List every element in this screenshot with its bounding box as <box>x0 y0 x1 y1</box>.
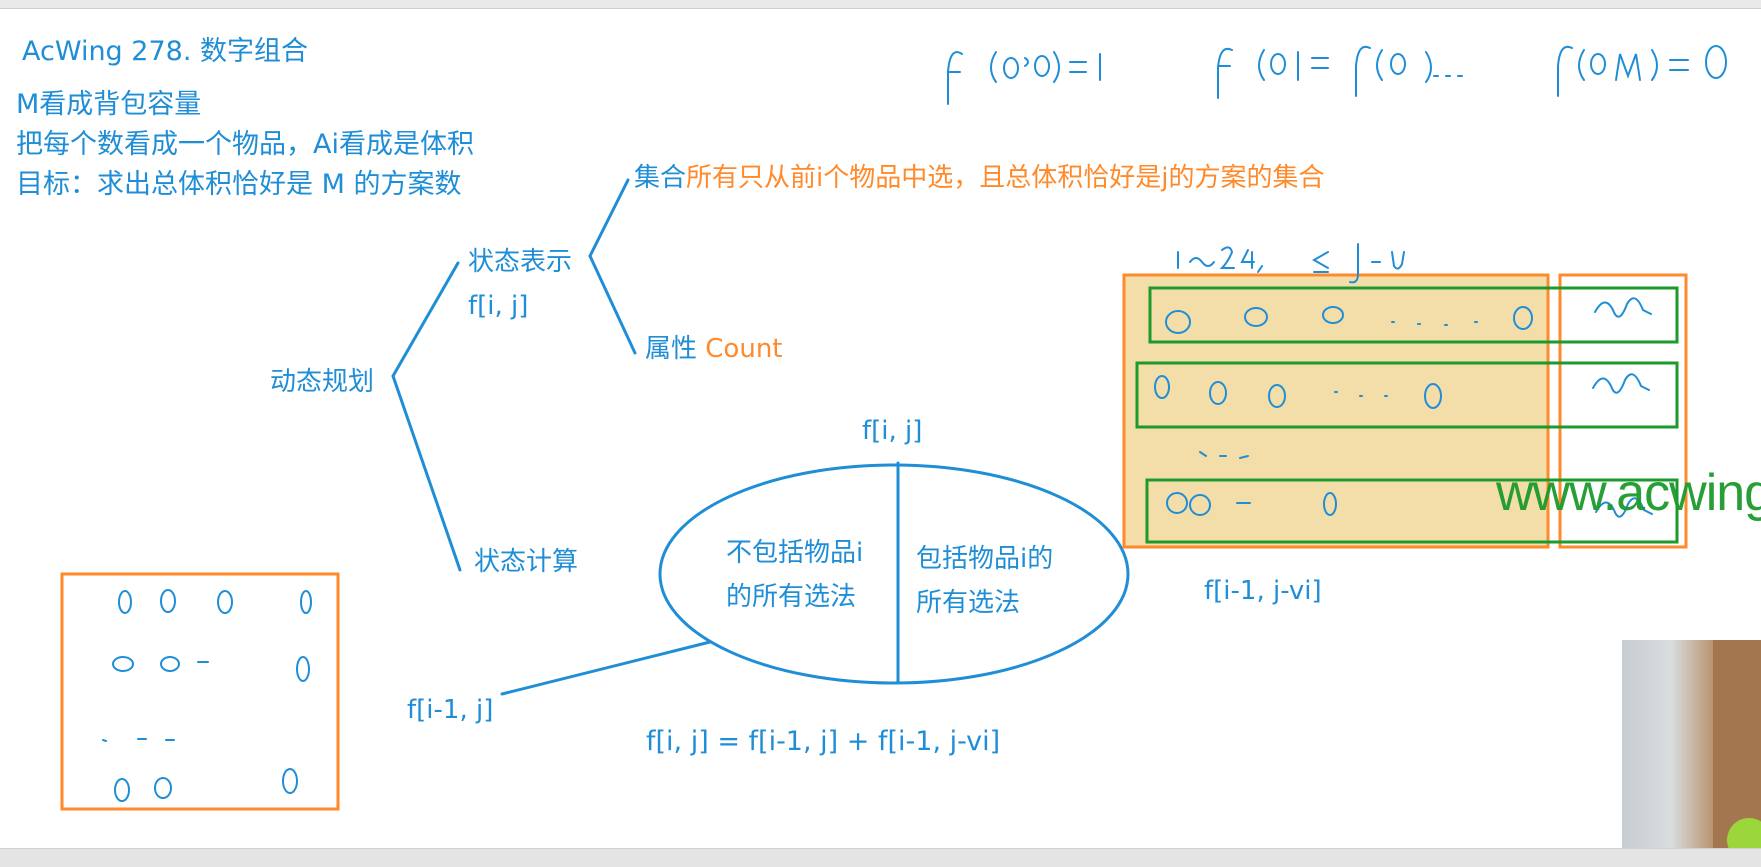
branch-root-to-representation <box>391 261 460 378</box>
tree-root: 动态规划 <box>270 367 375 397</box>
split-left-ref: f[i-1, j] <box>407 695 494 725</box>
split-ellipse <box>658 463 1130 685</box>
set-description: 所有只从前i个物品中选，且总体积恰好是j的方案的集合 <box>686 163 1325 193</box>
split-top-label: f[i, j] <box>862 416 923 446</box>
connector-left-ref <box>500 640 712 696</box>
window-top-bar <box>0 0 1761 9</box>
note-goal: 目标：求出总体积恰好是 M 的方案数 <box>16 169 462 200</box>
note-items: 把每个数看成一个物品，Ai看成是体积 <box>16 129 474 160</box>
split-left-line2: 的所有选法 <box>726 582 857 612</box>
note-capacity: M看成背包容量 <box>16 89 202 120</box>
table-row-2 <box>1135 361 1679 429</box>
tree-attribute: 属性 Count <box>645 336 783 362</box>
split-right-line1: 包括物品i的 <box>916 544 1054 574</box>
split-left-line1: 不包括物品i <box>726 538 864 568</box>
page-title: AcWing 278. 数字组合 <box>22 36 308 67</box>
webcam-thumbnail <box>1622 640 1761 848</box>
handwriting-strokes <box>102 45 1727 802</box>
extra-item-column-box <box>1558 273 1688 549</box>
window-bottom-bar <box>0 848 1761 867</box>
branch-root-to-computation <box>391 374 462 572</box>
branch-representation-to-set <box>588 178 630 258</box>
watermark: www.acwing <box>1496 464 1761 522</box>
tree-state-computation: 状态计算 <box>474 547 579 577</box>
split-right-line2: 所有选法 <box>916 588 1021 618</box>
tree-set-label: 集合所有只从前i个物品中选，且总体积恰好是j的方案的集合 <box>634 165 1324 191</box>
recurrence-formula: f[i, j] = f[i-1, j] + f[i-1, j-vi] <box>646 726 1001 757</box>
tree-state-representation-fij: f[i, j] <box>468 291 529 321</box>
webcam-background-door <box>1713 640 1761 848</box>
set-label: 集合 <box>634 163 687 193</box>
attribute-value: Count <box>705 334 783 364</box>
left-table-box <box>60 572 340 811</box>
split-right-ref: f[i-1, j-vi] <box>1204 576 1322 606</box>
table-row-last <box>1145 478 1679 544</box>
tree-state-representation: 状态表示 <box>468 247 573 277</box>
table-row-1 <box>1148 286 1679 344</box>
attribute-label: 属性 <box>645 334 698 364</box>
branch-representation-to-attribute <box>588 254 637 355</box>
